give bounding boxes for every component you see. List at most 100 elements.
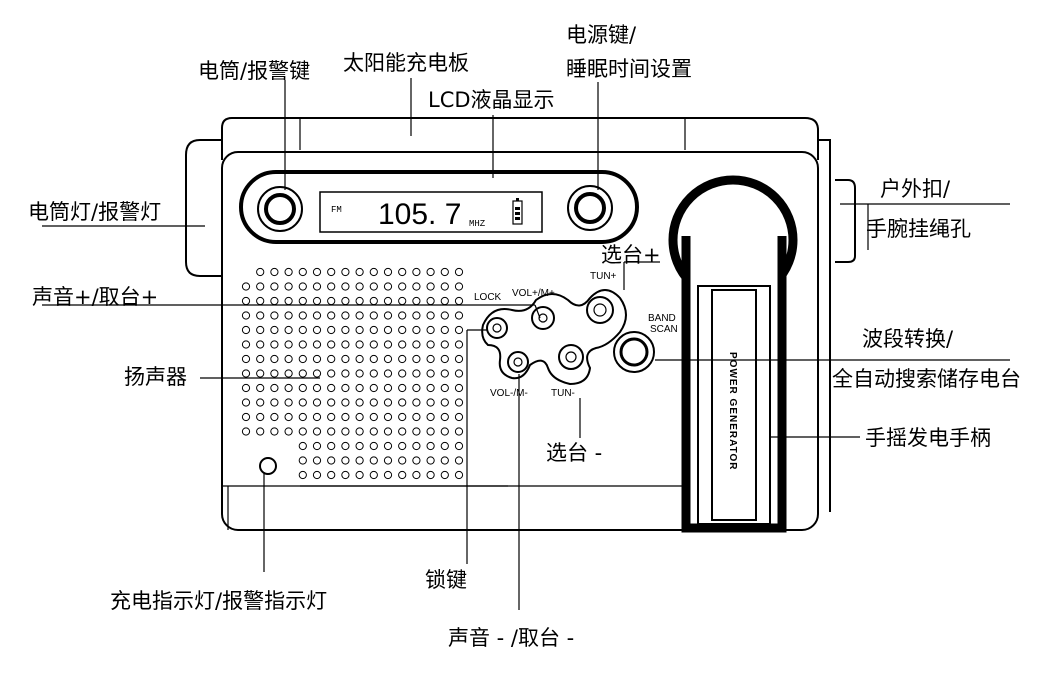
grille-hole — [454, 383, 464, 393]
grille-hole — [256, 282, 265, 291]
grille-hole — [256, 311, 265, 320]
radio-body — [185, 117, 856, 531]
grille-hole — [256, 354, 265, 364]
tun-up-button[interactable] — [586, 296, 614, 324]
grille-hole — [355, 340, 364, 349]
grille-hole — [440, 398, 449, 407]
grille-hole — [256, 412, 265, 422]
grille-hole — [454, 369, 464, 378]
grille-hole — [440, 267, 449, 277]
callout-power-key-2: 睡眠时间设置 — [566, 57, 692, 81]
grille-hole — [426, 267, 435, 277]
lock-button[interactable] — [486, 317, 508, 339]
grille-hole — [284, 427, 293, 436]
grille-hole — [412, 325, 421, 335]
grille-hole — [369, 354, 378, 364]
grille-hole — [312, 340, 322, 349]
grille-hole — [355, 354, 364, 364]
display-bar — [239, 170, 639, 244]
grille-hole — [298, 267, 307, 277]
grille-hole — [298, 325, 307, 335]
grille-hole — [412, 296, 421, 306]
grille-hole — [341, 282, 350, 291]
callout-hand-crank: 手摇发电手柄 — [865, 426, 991, 450]
hand-crank[interactable]: POWER GENERATOR — [668, 175, 798, 533]
grille-hole — [369, 412, 378, 422]
tun-down-button[interactable] — [558, 344, 584, 370]
callout-speaker: 扬声器 — [124, 365, 187, 389]
grille-hole — [398, 340, 407, 349]
grille-hole — [327, 267, 336, 277]
grille-hole — [426, 311, 435, 320]
grille-hole — [241, 296, 251, 306]
grille-hole — [341, 383, 350, 393]
grille-hole — [298, 296, 307, 306]
grille-hole — [270, 369, 279, 378]
grille-hole — [341, 441, 350, 451]
grille-hole — [412, 369, 421, 378]
grille-hole — [398, 383, 407, 393]
grille-hole — [454, 412, 464, 422]
tun-down-label: TUN- — [551, 388, 575, 399]
grille-hole — [256, 296, 265, 306]
grille-hole — [355, 282, 364, 291]
grille-hole — [241, 282, 251, 291]
vol-down-button[interactable] — [507, 351, 529, 373]
grille-hole — [312, 412, 322, 422]
grille-hole — [312, 267, 322, 277]
grille-hole — [327, 282, 336, 291]
grille-hole — [398, 296, 407, 306]
grille-hole — [312, 311, 322, 320]
grille-hole — [312, 296, 322, 306]
callout-solar-panel: 太阳能充电板 — [343, 51, 469, 75]
grille-hole — [298, 470, 307, 480]
power-button[interactable] — [567, 185, 613, 231]
scan-label: SCAN — [650, 324, 678, 335]
grille-hole — [398, 354, 407, 364]
grille-hole — [298, 412, 307, 422]
indicator-led — [259, 457, 277, 475]
grille-hole — [341, 369, 350, 378]
grille-hole — [327, 412, 336, 422]
grille-hole — [284, 282, 293, 291]
grille-hole — [298, 354, 307, 364]
grille-hole — [369, 369, 378, 378]
grille-hole — [412, 398, 421, 407]
grille-hole — [298, 456, 307, 465]
grille-hole — [298, 441, 307, 451]
grille-hole — [270, 412, 279, 422]
grille-hole — [355, 383, 364, 393]
grille-hole — [383, 354, 393, 364]
grille-hole — [341, 296, 350, 306]
grille-hole — [241, 369, 251, 378]
grille-hole — [312, 427, 322, 436]
callout-volume-up: 声音+/取台+ — [32, 285, 158, 309]
grille-hole — [412, 340, 421, 349]
grille-hole — [369, 456, 378, 465]
vol-up-button[interactable] — [531, 306, 555, 330]
leader-lines — [42, 78, 1010, 610]
callout-band-switch-2: 全自动搜索储存电台 — [832, 367, 1021, 391]
grille-hole — [341, 470, 350, 480]
grille-hole — [383, 441, 393, 451]
grille-hole — [398, 398, 407, 407]
grille-hole — [270, 267, 279, 277]
grille-hole — [341, 456, 350, 465]
grille-hole — [440, 383, 449, 393]
grille-hole — [270, 427, 279, 436]
grille-hole — [284, 340, 293, 349]
grille-hole — [284, 369, 293, 378]
callout-charge-indicator: 充电指示灯/报警指示灯 — [110, 589, 327, 613]
flashlight-button[interactable] — [257, 186, 303, 232]
grille-hole — [426, 456, 435, 465]
band-scan-button[interactable] — [613, 331, 655, 373]
grille-hole — [312, 369, 322, 378]
grille-hole — [454, 427, 464, 436]
grille-hole — [256, 340, 265, 349]
grille-hole — [369, 296, 378, 306]
grille-hole — [327, 296, 336, 306]
grille-hole — [327, 354, 336, 364]
grille-hole — [398, 412, 407, 422]
grille-hole — [383, 325, 393, 335]
grille-hole — [369, 282, 378, 291]
